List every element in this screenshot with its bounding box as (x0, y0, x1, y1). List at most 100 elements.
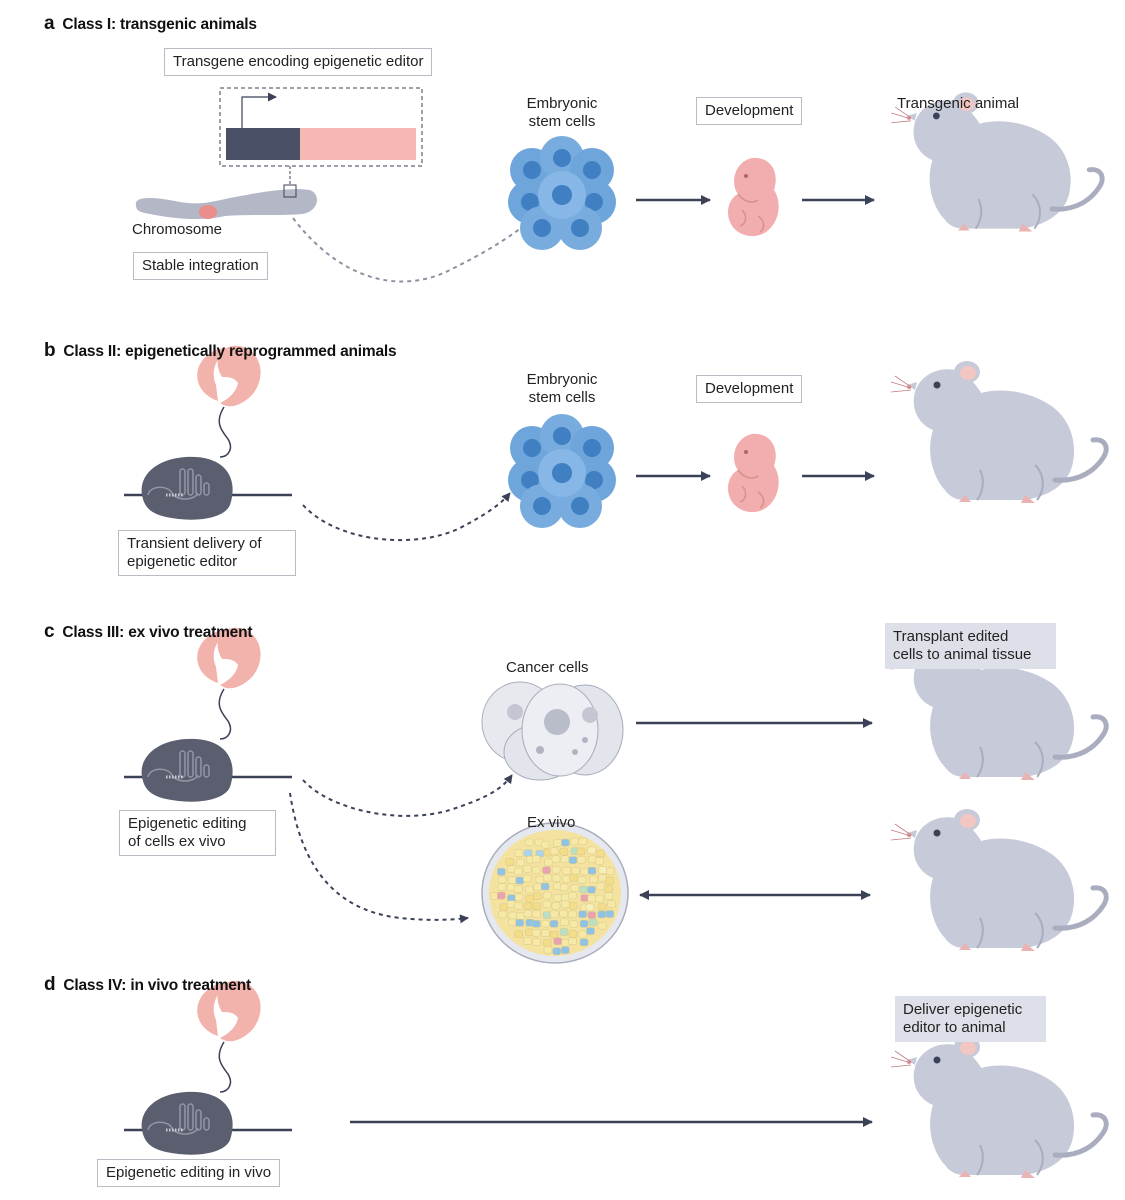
tissue-cell (551, 874, 561, 883)
tissue-cell (533, 883, 542, 891)
tissue-cell (587, 846, 597, 855)
tissue-cell (585, 903, 595, 912)
tissue-cell (541, 840, 550, 849)
tissue-cell (497, 875, 507, 884)
esc-label-b: Embryonic stem cells (526, 371, 598, 406)
transient-delivery-label: Transient delivery of epigenetic editor (118, 530, 296, 576)
tissue-cell (588, 918, 598, 927)
tissue-cell (577, 855, 586, 864)
tissue-cell (498, 910, 507, 919)
tissue-cell (540, 882, 550, 891)
tissue-cell (604, 892, 614, 900)
tissue-cell (522, 874, 532, 883)
development-label-a: Development (696, 97, 803, 125)
tissue-cell (549, 931, 559, 939)
tissue-cell (542, 911, 552, 919)
tissue-cell (551, 865, 561, 874)
tissue-cell (559, 883, 569, 892)
tissue-cell (598, 903, 607, 911)
tissue-cell (544, 858, 553, 867)
development-label-b: Development (696, 375, 803, 403)
tissue-cell (505, 858, 514, 866)
tissue-cell (523, 937, 532, 945)
tissue-cell (597, 921, 607, 930)
tissue-cell (579, 938, 589, 947)
transgene-label: Transgene encoding epigenetic editor (164, 48, 433, 76)
tissue-cell (531, 866, 541, 875)
tissue-cell (579, 919, 589, 928)
tissue-cell (580, 867, 590, 876)
tissue-cell (605, 876, 614, 885)
tissue-cell (549, 847, 559, 856)
tissue-cell (514, 902, 523, 910)
tissue-cell (568, 910, 577, 919)
panel-b-title: Class II: epigenetically reprogrammed an… (63, 343, 397, 360)
tissue-cell (559, 847, 569, 856)
tissue-cell (513, 885, 523, 893)
panel-c-artwork (122, 626, 1106, 964)
tissue-cell (549, 920, 559, 928)
tissue-cell (525, 895, 535, 903)
tissue-cell (598, 866, 607, 874)
tissue-cell (560, 946, 570, 954)
tissue-cell (532, 938, 541, 946)
panel-d-artwork (122, 979, 1106, 1178)
tissue-cell (586, 927, 595, 935)
tissue-cell (568, 937, 577, 946)
tissue-cell (514, 893, 524, 902)
tissue-cell (560, 855, 570, 864)
esc-label-a: Embryonic stem cells (526, 95, 598, 130)
tissue-cell (553, 937, 563, 945)
tissue-cell (560, 893, 570, 902)
tissue-cell (532, 920, 541, 928)
tissue-cell (499, 903, 509, 912)
tissue-cell (523, 849, 533, 857)
tissue-cell (597, 910, 606, 919)
tissue-cell (587, 867, 597, 875)
panel-a-title: Class I: transgenic animals (62, 16, 257, 33)
tissue-cell (553, 839, 562, 847)
tissue-cell (506, 883, 516, 892)
tissue-cell (587, 911, 597, 919)
tissue-cell (560, 918, 569, 926)
tissue-cell (543, 946, 553, 954)
tissue-cell (535, 875, 545, 884)
tissue-cell (523, 909, 533, 918)
transgenic-animal-label: Transgenic animal (897, 95, 1019, 112)
tissue-cell (515, 876, 525, 885)
tissue-cell (580, 894, 589, 902)
tissue-cell (568, 891, 577, 900)
tissue-cell (569, 920, 579, 928)
tissue-cell (531, 910, 541, 918)
tissue-cell (576, 847, 586, 856)
tissue-cell (578, 837, 588, 846)
tissue-cell (550, 910, 559, 919)
tissue-cell (561, 900, 570, 909)
tissue-cell (553, 894, 562, 902)
tissue-cell (497, 867, 506, 876)
tissue-cell (508, 918, 517, 927)
tissue-cell (606, 867, 615, 876)
tissue-cell (598, 873, 607, 882)
tissue-cell (514, 849, 524, 857)
panel-a-letter: a (44, 13, 55, 34)
tissue-cell (514, 930, 523, 938)
tissue-cell (551, 855, 561, 863)
tissue-cell (541, 919, 550, 928)
tissue-cell (571, 866, 580, 875)
tissue-cell (514, 867, 523, 876)
panel-a-header: a Class I: transgenic animals (44, 13, 257, 35)
tissue-cell (523, 902, 533, 910)
panel-c-title: Class III: ex vivo treatment (62, 624, 253, 641)
tissue-cell (524, 838, 534, 847)
tissue-cell (579, 885, 588, 894)
cancer-cells-illustration (481, 681, 624, 781)
tissue-cell (561, 838, 570, 847)
ex-vivo-label: Ex vivo (527, 814, 576, 831)
tissue-cell (559, 928, 569, 936)
tissue-cell (551, 902, 561, 910)
panel-a-artwork (135, 87, 1102, 283)
